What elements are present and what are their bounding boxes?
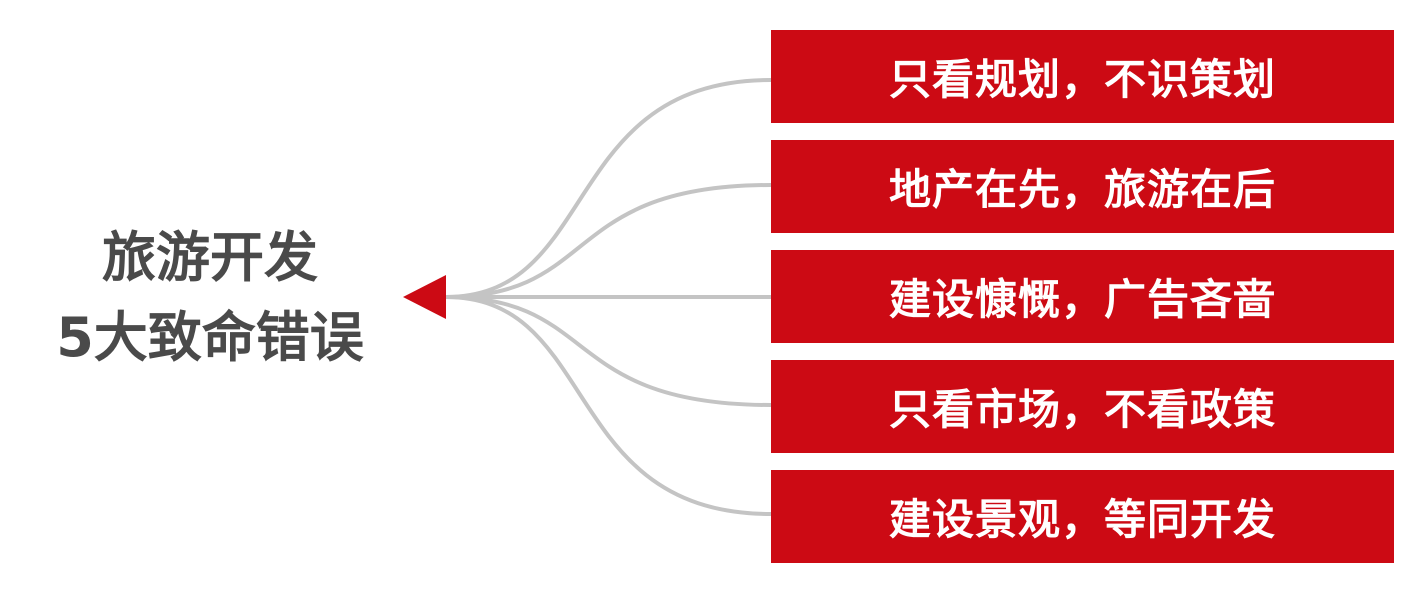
error-box-3: 建设慷慨，广告吝啬: [771, 250, 1394, 343]
connector-line-5: [445, 295, 772, 516]
error-box-1: 只看规划，不识策划: [771, 30, 1394, 123]
error-box-4: 只看市场，不看政策: [771, 360, 1394, 453]
error-box-2: 地产在先，旅游在后: [771, 140, 1394, 233]
error-label-5: 建设景观，等同开发: [888, 495, 1276, 544]
error-label-1: 只看规划，不识策划: [888, 55, 1276, 104]
title-line-1: 旅游开发: [102, 226, 318, 289]
connector-line-2: [445, 183, 772, 299]
diagram-title: 旅游开发 5大致命错误: [30, 218, 390, 378]
error-box-5: 建设景观，等同开发: [771, 470, 1394, 563]
error-label-4: 只看市场，不看政策: [888, 385, 1276, 434]
title-line-2: 5大致命错误: [56, 306, 364, 369]
error-label-3: 建设慷慨，广告吝啬: [888, 275, 1276, 324]
connector-line-4: [445, 295, 772, 407]
connector-line-1: [445, 78, 772, 299]
arrow-left-icon: [403, 275, 446, 319]
error-label-2: 地产在先，旅游在后: [888, 165, 1276, 214]
